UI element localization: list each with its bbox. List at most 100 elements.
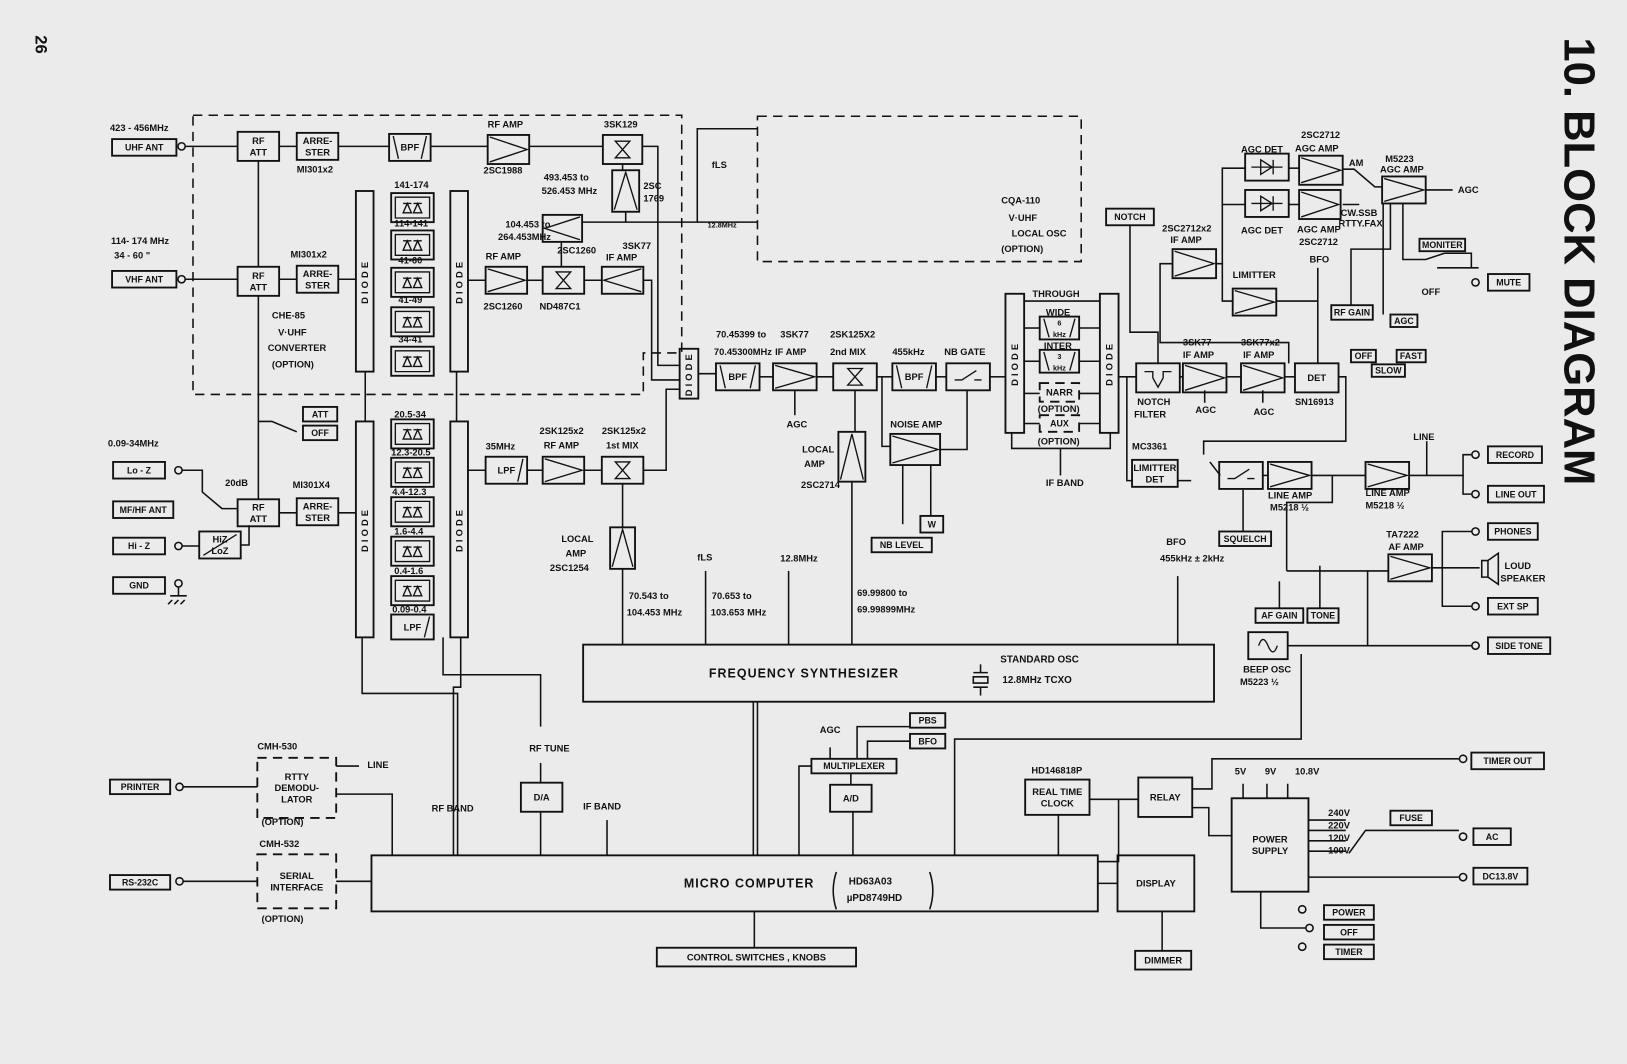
signal-line [258,420,298,433]
block-outline [1487,596,1539,616]
block-diode-if1: DIODE [1004,292,1026,434]
label-sk125b: 2SK125x2 [602,426,646,436]
block-outline [486,134,531,165]
ampv-symbol-icon [613,170,638,210]
block-label: VHF ANT [125,274,163,284]
label-c2712a: 2SC2712 [1301,130,1340,140]
label-f16: 1.6-4.4 [394,527,424,537]
block-label: FAST [1400,351,1423,361]
block-outline [810,757,898,775]
label-osc-range1: 493.453 to [544,173,589,183]
block-diode-h2: DIODE [449,420,469,639]
block-ext-sp: EXT SP [1487,596,1539,616]
block-off-sw: OFF [302,424,339,442]
amp-symbol-icon [774,364,817,389]
block-outline [390,306,435,338]
block-outline [655,946,857,968]
amp-symbol-icon [1300,157,1343,184]
label-mc3361: MC3361 [1132,441,1167,451]
label-sk77-r: 3SK77 [1183,338,1212,348]
block-label: POWER [1252,835,1287,845]
bpf-symbol-icon [895,365,933,389]
label-c1260-osc: 2SC1260 [557,245,596,255]
block-label: ARRE- [303,501,333,511]
block-label: POWER [1332,908,1366,918]
block-outline [1171,248,1218,280]
amp-symbol-icon [1242,364,1285,391]
block-side-tone: SIDE TONE [1487,636,1552,655]
block-label: AC [1486,832,1499,842]
speaker-icon [1480,551,1500,586]
block-label: MUTE [1496,277,1521,287]
label-m5218a: M5218 ½ [1270,503,1309,513]
block-label: RS-232C [122,877,159,887]
terminal-connector [1471,277,1480,287]
block-outline [1470,751,1545,771]
label-c1254: 2SC1254 [550,563,590,573]
signal-line [1129,225,1159,364]
block-outline [889,432,942,466]
block-outline [519,781,564,813]
amp-symbol-icon [1384,177,1427,203]
block-outline [1135,362,1181,394]
label-lo1b: 104.453 MHz [627,608,683,618]
label-ifamp-r2: IF AMP [1243,350,1274,360]
block-outline [302,405,339,423]
amp-symbol-icon [544,458,585,483]
label-agc-mux: AGC [820,725,841,735]
label-beep: BEEP OSC [1243,665,1291,675]
label-agc-r2: AGC [1253,407,1274,417]
terminal-connector [175,782,184,792]
crystal-icon [972,664,989,696]
diode-symbol-icon [1251,194,1283,212]
block-outline [109,874,172,891]
block-arrester-vhf: ARRE-STER [295,264,340,294]
block-label: ATT [250,514,268,524]
block-outline [1134,949,1193,971]
block-label: 6 [1057,319,1061,328]
block-outline [1004,292,1026,434]
block-label: LPF [498,466,516,476]
block-outline [1472,866,1529,886]
block-af-gain: AF GAIN [1254,607,1305,624]
block-freq-synth: FREQUENCY SYNTHESIZER [582,643,1215,703]
label-opt-rtty: (OPTION) [261,817,303,827]
block-rf-amp-uhf-blk [486,134,531,165]
label-fls: fLS [697,553,712,563]
label-v240: 240V [1328,808,1351,818]
signal-line [1089,798,1120,863]
block-label: FREQUENCY SYNTHESIZER [709,666,899,680]
block-control: CONTROL SWITCHES , KNOBS [655,946,857,968]
option-boundary [192,114,683,396]
option-boundary [756,115,1082,263]
label-ifamp2: IF AMP [775,347,806,357]
signal-line [1402,203,1445,261]
block-outline [1370,363,1406,378]
label-rf-tune: RF TUNE [529,744,569,754]
label-rtty-fax: RTTY.FAX [1339,218,1384,228]
label-cqa: CQA-110 [1001,195,1040,205]
label-cwssb: CW.SSB [1341,208,1378,218]
label-opt-aux: (OPTION) [1038,436,1080,446]
amp-symbol-icon [1174,250,1217,277]
block-outline [1323,904,1375,921]
block-noise-amp-blk [889,432,942,466]
block-label: PHONES [1494,527,1531,537]
block-outline [1131,458,1179,488]
block-local-amp-hf [609,526,636,570]
block-label: D/A [534,793,550,803]
terminal-connector [174,465,183,475]
lpf-symbol-icon [517,458,524,482]
block-narr: NARR [1038,382,1081,403]
label-f141: 141-174 [394,180,429,190]
block-label: AUX [1050,419,1069,429]
notch-symbol-icon [1144,370,1172,389]
block-outline [1472,827,1512,846]
block-outline [236,498,281,528]
block-label: RTTY [285,772,310,782]
block-xtal-16 [390,535,435,567]
